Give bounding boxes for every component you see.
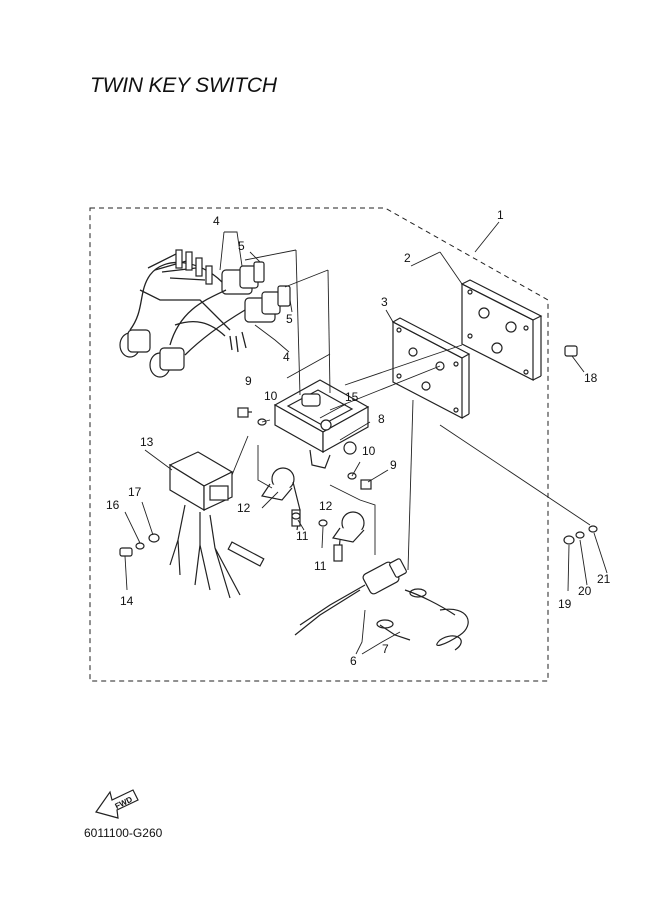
callout-20: 20 (578, 584, 592, 598)
callout-9-upper: 9 (245, 374, 252, 388)
main-switch-upper (221, 261, 265, 295)
callout-14: 14 (120, 594, 134, 608)
callout-2: 2 (404, 251, 411, 265)
leader-lines (124, 221, 608, 655)
washer-11-upper (291, 512, 301, 520)
callout-9-lower: 9 (390, 458, 397, 472)
washer-16 (135, 542, 145, 550)
callout-4-upper: 4 (213, 214, 220, 228)
callout-1: 1 (497, 208, 504, 222)
control-unit-13 (168, 451, 265, 599)
switch-12-lower (331, 511, 365, 562)
assembly-boundary (89, 207, 549, 682)
washer-11-lower (318, 519, 328, 527)
callout-16: 16 (106, 498, 120, 512)
drawing-code: 6011100-G260 (84, 826, 163, 840)
screw-14 (119, 547, 133, 557)
fwd-label: FWD (113, 795, 134, 811)
callout-11-lower: 11 (314, 559, 327, 573)
callout-11-upper: 11 (296, 529, 309, 543)
callout-10-upper: 10 (264, 389, 278, 403)
gasket-3 (391, 317, 471, 419)
callout-13: 13 (140, 435, 154, 449)
callout-5-lower: 5 (286, 312, 293, 326)
washer-17 (148, 533, 160, 543)
fwd-arrow-icon (95, 789, 139, 819)
lanyard-7 (376, 588, 469, 651)
callout-7: 7 (382, 642, 389, 656)
callout-19: 19 (558, 597, 572, 611)
callout-5-upper: 5 (238, 239, 245, 253)
callout-8: 8 (378, 412, 385, 426)
screw-9-upper (237, 407, 252, 418)
callout-15: 15 (345, 390, 359, 404)
callout-3: 3 (381, 295, 388, 309)
bracket-8 (273, 379, 370, 469)
harness-connectors (119, 249, 213, 378)
nut-19 (563, 535, 575, 545)
buzzer-12 (261, 467, 301, 531)
callout-10-lower: 10 (362, 444, 376, 458)
washer-21 (588, 525, 598, 533)
washer-20 (575, 531, 585, 539)
callout-12-upper: 12 (237, 501, 251, 515)
callout-12-lower: 12 (319, 499, 333, 513)
callout-21: 21 (597, 572, 611, 586)
callout-4-lower: 4 (283, 350, 290, 364)
page-title: TWIN KEY SWITCH (90, 74, 277, 97)
screw-18 (564, 345, 578, 357)
callout-6: 6 (350, 654, 357, 668)
screw-9-lower (360, 479, 372, 490)
stop-switch-6 (294, 558, 407, 636)
callout-17: 17 (128, 485, 142, 499)
panel-plate-2 (460, 279, 543, 381)
callout-18: 18 (584, 371, 598, 385)
